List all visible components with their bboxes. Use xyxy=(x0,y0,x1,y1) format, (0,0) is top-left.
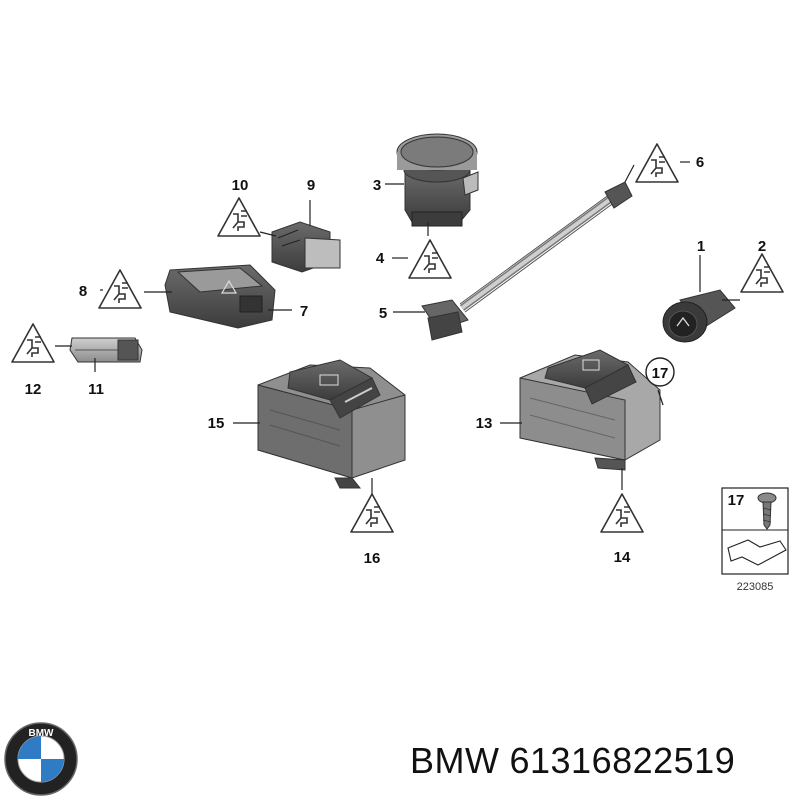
warning-triangle-icon xyxy=(600,493,644,533)
callout-14: 14 xyxy=(614,549,631,566)
diagram-reference-number: 223085 xyxy=(737,581,774,593)
part-3-rotary-switch xyxy=(396,133,479,227)
part-number: 61316822519 xyxy=(509,740,736,781)
callout-10: 10 xyxy=(232,177,249,194)
callout-11: 11 xyxy=(88,381,104,398)
part-5-cable-harness xyxy=(421,181,633,341)
warning-triangle-icon xyxy=(408,239,452,279)
part-13-brake-switch xyxy=(519,349,661,471)
svg-text:BMW: BMW xyxy=(29,728,55,739)
callout-2: 2 xyxy=(758,238,766,255)
part-9-connector xyxy=(271,221,341,273)
callout-1: 1 xyxy=(697,238,705,255)
warning-triangle-icon xyxy=(740,253,784,293)
callout-4: 4 xyxy=(376,250,385,267)
leader-lines xyxy=(55,161,740,495)
detail-callout-17: 17 xyxy=(728,492,745,509)
part-15-brake-switch xyxy=(257,359,406,489)
callout-12: 12 xyxy=(25,381,42,398)
brand-name: BMW xyxy=(410,740,500,781)
warning-triangle-icon xyxy=(98,269,142,309)
part-1-round-switch xyxy=(662,289,736,343)
warning-triangle-icon xyxy=(11,323,55,363)
callout-5: 5 xyxy=(379,305,387,322)
warning-triangle-icon xyxy=(350,493,394,533)
callout-16: 16 xyxy=(364,550,381,567)
callout-8: 8 xyxy=(79,283,87,300)
callout-15: 15 xyxy=(208,415,225,432)
warning-triangle-icon xyxy=(217,197,261,237)
part-11-switch-strip xyxy=(69,337,143,363)
part-7-hazard-switch xyxy=(164,264,276,329)
callout-17-circle xyxy=(645,357,675,387)
callout-13: 13 xyxy=(476,415,493,432)
bmw-logo: BMW xyxy=(4,722,78,796)
callout-17: 17 xyxy=(652,365,669,382)
callout-9: 9 xyxy=(307,177,315,194)
callout-3: 3 xyxy=(373,177,381,194)
detail-box-screw: 17 223085 xyxy=(721,487,789,593)
callout-7: 7 xyxy=(300,303,308,320)
warning-triangle-icon xyxy=(635,143,679,183)
callout-6: 6 xyxy=(696,154,704,171)
